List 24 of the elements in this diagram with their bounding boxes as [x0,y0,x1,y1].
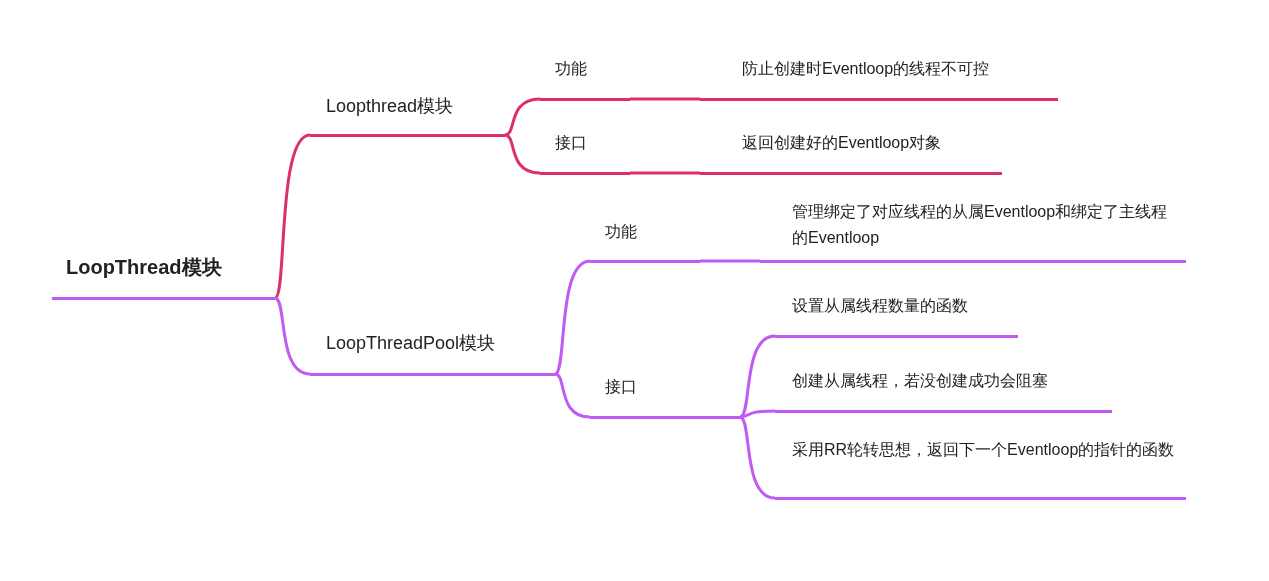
topic-text: 采用RR轮转思想，返回下一个Eventloop的指针的函数 [792,440,1175,460]
branch-line [504,97,541,137]
branch-line [554,259,591,376]
branch-line [554,372,591,419]
topic-text: 设置从属线程数量的函数 [792,296,968,316]
topic-text: 返回创建好的Eventloop对象 [742,133,942,153]
topic-text: 接口 [605,377,637,397]
branch-line [739,409,776,419]
branch-line [630,171,700,175]
topic-text: LoopThreadPool模块 [326,332,496,355]
root-topic: LoopThread模块 [66,255,222,280]
topic-text: 防止创建时Eventloop的线程不可控 [742,59,990,79]
branch-line [739,415,776,500]
topic-text: 功能 [605,222,637,242]
branch-line [630,97,700,101]
branch-line [504,133,541,175]
branch-line [700,259,760,263]
topic-text: 创建从属线程，若没创建成功会阻塞 [792,371,1048,391]
topic-text: 功能 [555,59,587,79]
branch-line [274,296,311,376]
topic-text: Loopthread模块 [326,95,454,118]
branch-line [273,133,311,299]
topic-text: 管理绑定了对应线程的从属Eventloop和绑定了主线程的Eventloop [792,202,1169,248]
topic-text: 接口 [555,133,587,153]
